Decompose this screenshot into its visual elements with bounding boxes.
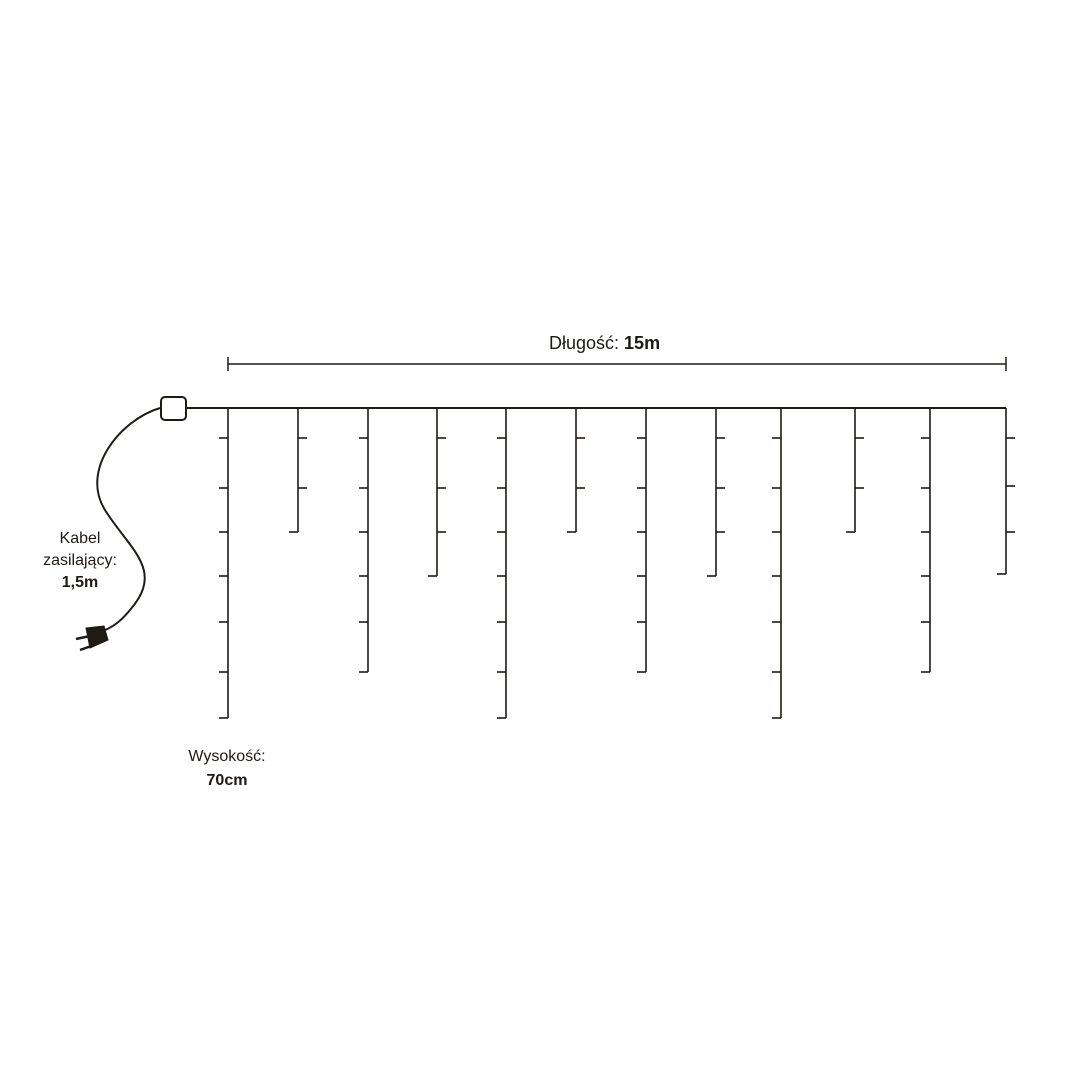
length-label-text: Długość: <box>549 333 620 353</box>
icicle-drops <box>219 408 1015 719</box>
cable-label: Kabel zasilający: 1,5m <box>30 528 130 594</box>
height-label-text: Wysokość: <box>188 748 266 765</box>
power-plug-icon <box>75 625 109 652</box>
height-label: Wysokość: 70cm <box>170 745 284 793</box>
length-label: Długość: 15m <box>549 333 660 353</box>
length-dimension-line <box>227 357 1007 371</box>
cable-label-line2: zasilający: <box>43 552 117 569</box>
power-cable <box>96 407 161 633</box>
height-value: 70cm <box>206 772 248 789</box>
length-value: 15m <box>624 333 661 353</box>
connector-box-icon <box>160 396 187 421</box>
cable-value: 1,5m <box>61 574 99 591</box>
cable-label-line1: Kabel <box>59 530 101 547</box>
